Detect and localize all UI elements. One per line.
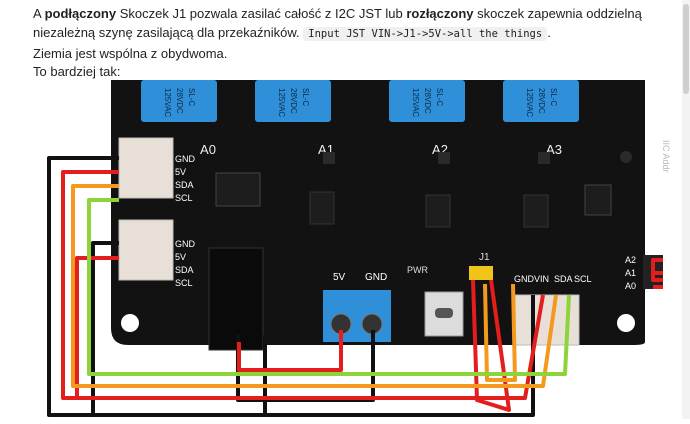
wire-5v-red [75,256,119,398]
addr-pin-a1: A1 [625,268,636,278]
text-span: Skoczek J1 pozwala zasilać całość z I2C … [116,6,407,21]
jst-connector-left-bottom [118,219,174,281]
relay-print-text: 28VDC [537,88,546,114]
mount-hole [121,314,139,332]
relay-print-text: 28VDC [289,88,298,114]
optocoupler [215,172,261,207]
jst-right-pin-vin: VIN [534,274,549,284]
jst-left2-pin-5v: 5V [175,252,186,262]
chip [584,184,612,216]
text-span: A [33,6,45,21]
relay-print-text: 28VDC [175,88,184,114]
dc-barrel-jack [208,247,264,351]
wire-scl-green [87,198,571,376]
scrollbar-thumb[interactable] [683,4,689,94]
relay-print-text: 125VAC [525,88,534,117]
inline-code: Input JST VIN->J1->5V->all the things [303,27,548,41]
scrollbar[interactable] [682,0,690,419]
relay-print-text: 125VAC [277,88,286,117]
iic-addr-label: IIC Addr [661,140,671,173]
wire-j1-orange [483,283,517,382]
post-paragraph: A podłączony Skoczek J1 pozwala zasilać … [33,4,673,63]
relay-print-text: SL-C [301,88,310,106]
relay-print-text: 28VDC [423,88,432,114]
j1-jumper [469,266,493,280]
bold-disconnected: rozłączony [406,6,474,21]
transistor [309,191,335,225]
relay-print-text: SL-C [549,88,558,106]
wire-sda-orange [71,184,558,388]
power-terminal-gnd: GND [365,272,387,283]
relay-label-a3: A3 [546,142,562,157]
wire-gnd-black [91,241,119,415]
ground-note: Ziemia jest wspólna z obydwoma. [33,46,228,61]
relay-label-a0: A0 [200,142,216,157]
power-terminal-5v: 5V [333,272,346,283]
pwr-label: PWR [407,265,428,275]
relay-group [141,80,579,122]
wires [47,156,663,417]
relay-print-text: SL-C [435,88,444,106]
power-terminal-block [323,290,391,342]
relay-print-text: 125VAC [163,88,172,117]
text-span: skoczek zapewnia oddzielną niezależną sz… [33,6,642,40]
jst-left2-pin-sda: SDA [175,265,194,275]
jst-right-pin-sda: SDA [554,274,573,284]
transistor [425,194,451,228]
bold-connected: podłączony [44,6,117,21]
jst-left2-pin-scl: SCL [175,278,193,288]
jst-right-pin-scl: SCL [574,274,592,284]
mount-hole [617,314,635,332]
jst-left-pin-5v: 5V [175,167,186,177]
jst-left2-pin-gnd: GND [175,239,196,249]
diagram-caption: To bardziej tak: [33,64,121,79]
jst-left-pin-gnd: GND [175,154,196,164]
addr-pin-a0: A0 [625,281,636,291]
relay-print-text: 125VAC [411,88,420,117]
transistor [523,194,549,228]
jst-right-pin-gnd: GND [514,274,535,284]
wire-addr-red [651,258,663,282]
jst-left-pin-scl: SCL [175,193,193,203]
wire-5v-red [61,170,545,400]
j1-label: J1 [479,252,490,263]
jst-left-pin-sda: SDA [175,180,194,190]
wire-5v-red [237,330,343,372]
addr-pin-a2: A2 [625,255,636,265]
text-span: . [547,25,551,40]
relay-print-text: SL-C [187,88,196,106]
jst-connector-left-top [118,137,174,199]
wire-j1-red [471,279,511,412]
